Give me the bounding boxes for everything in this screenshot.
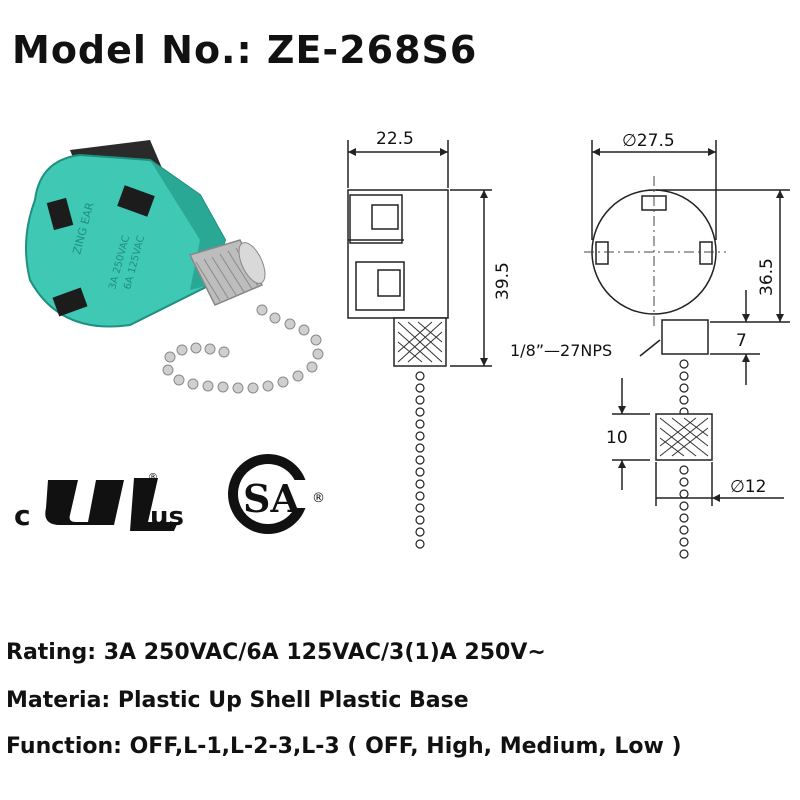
csa-registered: ® bbox=[312, 491, 325, 506]
knob-diameter-label: ∅12 bbox=[730, 477, 766, 497]
bead-chain bbox=[162, 304, 324, 394]
spec-material: Materia: Plastic Up Shell Plastic Base bbox=[6, 688, 469, 713]
spec-rating: Rating: 3A 250VAC/6A 125VAC/3(1)A 250V~ bbox=[6, 640, 546, 665]
ul-prefix: c bbox=[14, 499, 31, 532]
front-view-drawing bbox=[591, 140, 790, 559]
spec-function: Function: OFF,L-1,L-2-3,L-3 ( OFF, High,… bbox=[6, 734, 682, 759]
csa-certification-logo: SA ® bbox=[228, 454, 325, 534]
side-width-label: 22.5 bbox=[376, 129, 414, 149]
front-diameter-label: ∅27.5 bbox=[622, 131, 675, 151]
thread-length-label: 7 bbox=[736, 331, 747, 351]
thread-label: 1/8”—27NPS bbox=[510, 341, 612, 360]
front-height-label: 36.5 bbox=[757, 258, 777, 296]
csa-letters: SA bbox=[243, 476, 300, 521]
ul-certification-logo: c ® us bbox=[14, 472, 184, 532]
model-title: Model No.: ZE-268S6 bbox=[12, 28, 478, 72]
side-view-drawing bbox=[347, 140, 492, 549]
ul-registered: ® bbox=[148, 472, 158, 483]
bead-spacing-label: 10 bbox=[606, 428, 628, 448]
switch-photo: ZING EAR 3A 250VAC 6A 125VAC bbox=[25, 140, 324, 394]
side-height-label: 39.5 bbox=[493, 262, 513, 300]
ul-suffix: us bbox=[150, 502, 184, 532]
center-lines bbox=[584, 176, 726, 330]
